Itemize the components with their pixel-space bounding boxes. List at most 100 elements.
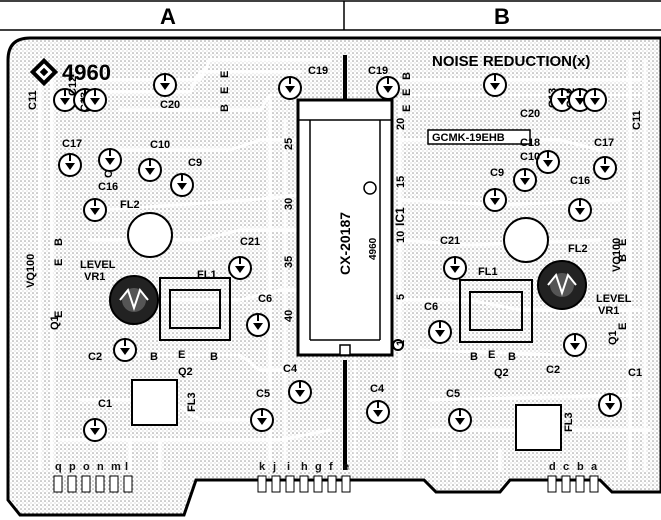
edge-pin-g: g <box>313 461 323 493</box>
svg-text:f: f <box>329 461 333 473</box>
edge-pin-f: f <box>327 461 337 493</box>
left-capacitor-c18 <box>98 148 122 172</box>
svg-text:h: h <box>301 461 308 473</box>
edge-pin-a: a <box>589 461 599 493</box>
svg-text:d: d <box>549 461 556 473</box>
board-code: GCMK-19EHB <box>432 132 505 144</box>
left-pin-label: B <box>210 351 218 363</box>
left-pin-label: E <box>219 87 231 94</box>
left-component-label-c11: C11 <box>27 90 39 110</box>
right-component-label-c16: C16 <box>570 175 590 187</box>
left-pin-label: E <box>219 71 231 78</box>
components: C11C12C13C17C18C10C9C16FL2C20C19C21FL1C6… <box>25 65 643 442</box>
ic1-chip <box>296 55 404 470</box>
right-component-label-q1: Q1 <box>607 330 619 345</box>
edge-pin-p: p <box>67 461 77 493</box>
svg-text:n: n <box>97 461 104 473</box>
right-component-label-c10: C10 <box>520 151 540 163</box>
right-pin-label: B <box>508 351 516 363</box>
edge-pin-d: d <box>547 461 557 493</box>
right-pin-label: B <box>617 254 629 262</box>
ic-pin-25: 25 <box>283 138 295 150</box>
left-pin-label: E <box>53 259 65 266</box>
column-b-label: B <box>494 4 510 29</box>
left-capacitor-c20 <box>153 73 177 97</box>
right-capacitor-c1 <box>598 393 622 417</box>
board-code-box <box>427 129 531 145</box>
right-component-label-fl1: FL1 <box>478 266 498 278</box>
right-pin-label: B <box>401 72 413 80</box>
svg-text:g: g <box>315 461 322 473</box>
svg-text:k: k <box>259 461 266 473</box>
right-capacitor-c5 <box>448 408 472 432</box>
left-component-label-level: LEVEL <box>80 259 116 271</box>
right-capacitor-c4 <box>366 400 390 424</box>
ic-pin-30: 30 <box>283 198 295 210</box>
ic-pin-40: 40 <box>283 310 295 322</box>
filter-modules <box>131 277 562 451</box>
left-capacitor-c17 <box>58 153 82 177</box>
right-capacitor-c9 <box>483 188 507 212</box>
edge-pin-b: b <box>575 461 585 493</box>
right-capacitor-c21 <box>443 256 467 280</box>
left-component-label-q2: Q2 <box>178 366 193 378</box>
right-component-label-c17: C17 <box>594 137 614 149</box>
left-component-label-c16: C16 <box>98 181 118 193</box>
left-pin-label: B <box>219 104 231 112</box>
right-component-label-c5: C5 <box>446 388 460 400</box>
right-capacitor-c10 <box>513 168 537 192</box>
right-pin-label: E <box>617 323 629 330</box>
column-header-bar: A B <box>0 0 661 30</box>
edge-pin-h: h <box>299 461 309 493</box>
ic-pin-5: 5 <box>395 294 407 300</box>
svg-text:p: p <box>69 461 76 473</box>
left-component-label-c6: C6 <box>258 293 272 305</box>
left-pin-label: B <box>150 351 158 363</box>
left-pin-label: E <box>178 349 185 361</box>
right-capacitor-c18 <box>536 150 560 174</box>
ic-pin-35: 35 <box>283 256 295 268</box>
right-capacitor-c19 <box>376 76 400 100</box>
board-id: 4960 <box>62 60 111 85</box>
left-capacitor-c21 <box>228 256 252 280</box>
right-component-label-fl3: FL3 <box>563 412 575 432</box>
right-component-label-fl2: FL2 <box>568 243 588 255</box>
right-component-label-level: LEVEL <box>596 293 632 305</box>
ic-pin-1: 1 <box>395 340 407 346</box>
ic-name: IC1 <box>393 207 407 226</box>
right-capacitor-c20 <box>483 73 507 97</box>
right-component-label-vq100: VQ100 <box>611 238 623 272</box>
potentiometers <box>109 212 587 325</box>
ic-subcode: 4960 <box>368 237 379 260</box>
left-component-label-c9: C9 <box>188 157 202 169</box>
left-component-label-fl3: FL3 <box>186 392 198 412</box>
right-capacitor-c16 <box>568 198 592 222</box>
svg-text:b: b <box>577 461 584 473</box>
left-component-label-c21: C21 <box>240 236 260 248</box>
ic-part-number: CX-20187 <box>337 212 353 275</box>
edge-pin-e: e <box>341 461 351 493</box>
left-component-label-c19: C19 <box>308 65 328 77</box>
svg-text:l: l <box>125 461 128 473</box>
edge-pin-j: j <box>271 461 281 493</box>
edge-pin-q: q <box>53 461 63 493</box>
svg-text:j: j <box>272 461 276 473</box>
left-component-label-c4: C4 <box>283 363 298 375</box>
right-component-label-c4: C4 <box>370 383 385 395</box>
left-component-label-c17: C17 <box>62 138 82 150</box>
svg-text:c: c <box>563 461 569 473</box>
left-capacitor-c16 <box>83 198 107 222</box>
edge-pin-c: c <box>561 461 571 493</box>
left-component-label-c1: C1 <box>98 398 112 410</box>
left-capacitor-c19 <box>278 76 302 100</box>
left-capacitor-c10 <box>138 158 162 182</box>
left-component-label-c20: C20 <box>160 99 180 111</box>
right-component-label-c19: C19 <box>368 65 388 77</box>
right-capacitor-c2 <box>563 333 587 357</box>
right-component-label-c11: C11 <box>631 110 643 130</box>
edge-pin-k: k <box>257 461 267 493</box>
right-component-label-c6: C6 <box>424 301 438 313</box>
board-title: NOISE REDUCTION(x) <box>432 53 590 70</box>
